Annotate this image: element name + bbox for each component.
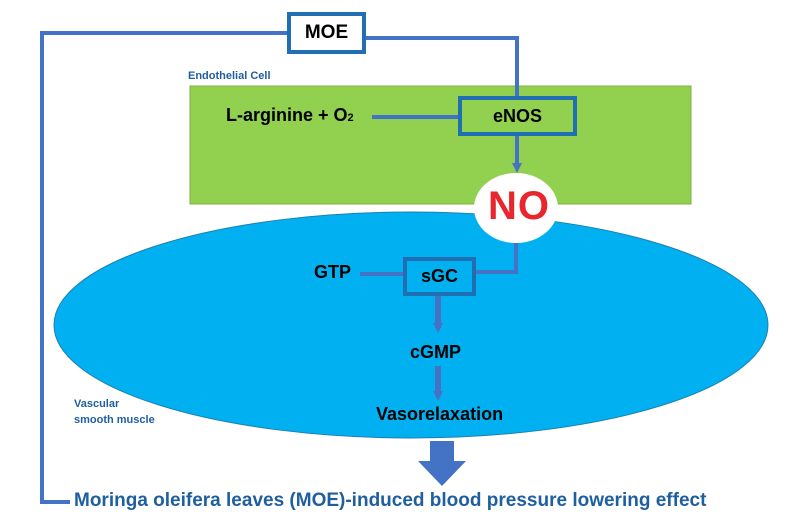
enos-box: eNOS — [458, 96, 577, 136]
sgc-box: sGC — [403, 257, 476, 296]
cgmp-label: cGMP — [410, 342, 462, 362]
endothelial-cell-label: Endothelial Cell — [188, 70, 271, 82]
smooth-muscle-label: Vascular smooth muscle — [74, 396, 155, 428]
smooth-muscle-label-line1: Vascular — [74, 398, 120, 410]
l-arginine-text: L-arginine + O — [226, 105, 348, 125]
smooth-muscle-label-line2: smooth muscle — [74, 414, 155, 426]
sgc-label: sGC — [420, 266, 458, 286]
moe-label: MOE — [304, 22, 349, 43]
oxygen-subscript: 2 — [347, 112, 354, 124]
l-arginine-label: L-arginine + O2 — [226, 105, 354, 126]
vasorelaxation-label: Vasorelaxation — [376, 404, 504, 424]
down-block-arrow — [418, 441, 466, 486]
caption: Moringa oleifera leaves (MOE)-induced bl… — [74, 490, 707, 511]
moe-feedback-line — [40, 31, 287, 504]
moe-to-enos-line — [366, 36, 519, 96]
gtp-label: GTP — [314, 262, 352, 282]
smooth-muscle-region — [53, 211, 769, 439]
no-bubble — [474, 173, 558, 243]
no-to-sgc-line — [476, 243, 518, 274]
endothelial-cell-region — [189, 85, 692, 205]
moe-box: MOE — [287, 12, 366, 54]
no-label: NO — [488, 184, 550, 228]
enos-label: eNOS — [492, 105, 543, 126]
